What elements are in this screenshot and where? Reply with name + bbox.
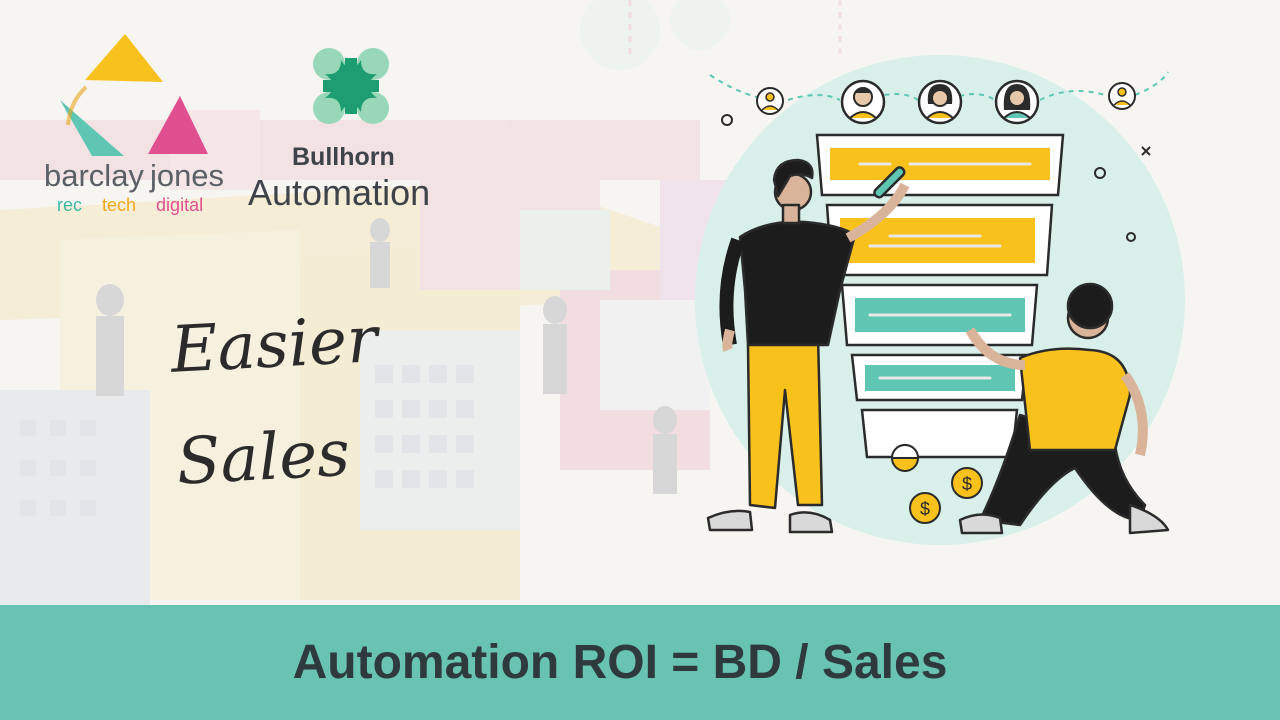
sales-funnel-illustration: $ $ <box>695 55 1185 545</box>
headline-line-1: Easier <box>168 303 380 388</box>
barclayjones-logo-icon <box>60 34 208 156</box>
headline: Easier Sales <box>168 283 409 519</box>
woman-figure-icon <box>958 282 1170 535</box>
coin-icon: $ <box>909 492 941 524</box>
avatar-icon <box>917 79 963 125</box>
footer-title: Automation ROI = BD / Sales <box>292 636 948 689</box>
bullhorn-product-name: Automation <box>248 172 431 213</box>
avatar-icon <box>1108 82 1136 110</box>
tag-digital: digital <box>156 195 204 215</box>
bullhorn-clover-icon <box>313 48 389 124</box>
headline-line-2: Sales <box>174 416 352 500</box>
svg-text:$: $ <box>920 499 930 519</box>
avatar-icon <box>756 87 784 115</box>
svg-text:$: $ <box>962 474 972 494</box>
tag-tech: tech <box>102 195 137 215</box>
tag-rec: rec <box>57 195 83 215</box>
bullhorn-wordmark: Bullhorn <box>292 143 395 171</box>
footer-bar: Automation ROI = BD / Sales <box>0 605 1280 720</box>
avatar-icon <box>840 79 886 125</box>
avatar-icon <box>994 79 1040 125</box>
man-figure-icon <box>706 158 910 534</box>
coin-icon: $ <box>951 467 983 499</box>
